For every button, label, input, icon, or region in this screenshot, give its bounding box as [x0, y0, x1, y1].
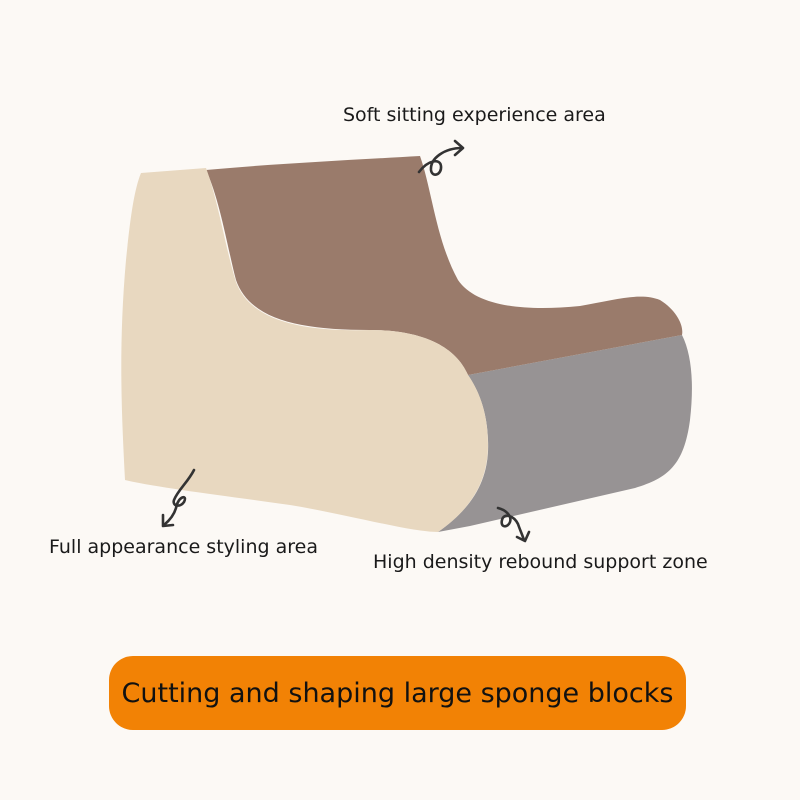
curly-arrow-icon: [496, 506, 531, 543]
support-zone-label: High density rebound support zone: [373, 551, 708, 573]
caption-text: Cutting and shaping large sponge blocks: [121, 677, 674, 709]
sitting-area-shape: [206, 156, 683, 375]
curly-arrow-icon: [417, 139, 465, 176]
support-zone-shape: [438, 335, 692, 532]
soft-sitting-label: Soft sitting experience area: [343, 104, 606, 126]
caption-banner: Cutting and shaping large sponge blocks: [109, 656, 686, 730]
appearance-area-shape: [121, 168, 488, 532]
curly-arrow-icon: [161, 468, 196, 528]
appearance-styling-label: Full appearance styling area: [49, 536, 318, 558]
